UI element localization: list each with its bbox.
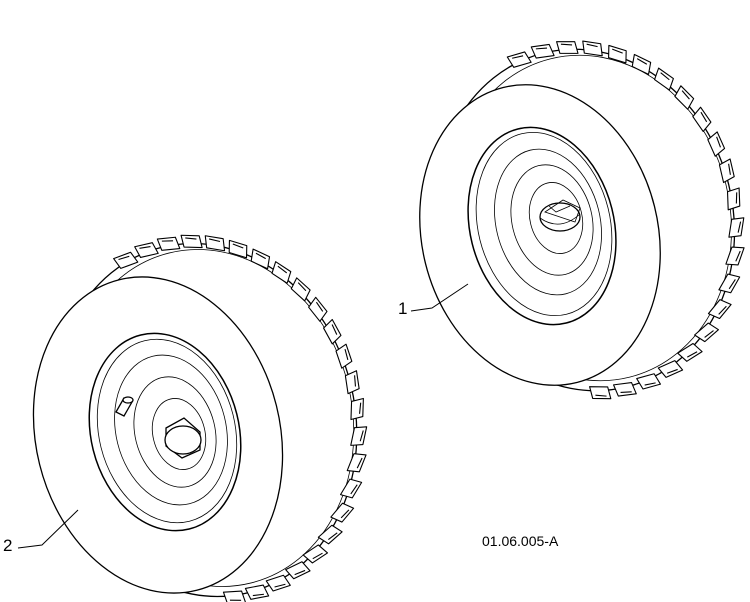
wheel-2-tread-lug <box>204 235 226 252</box>
figure-reference-code: 01.06.005-A <box>482 533 559 549</box>
wheel-1-tread-lug <box>631 53 652 75</box>
wheel-2-tread-lug <box>330 502 355 523</box>
wheel-1-tread-lug <box>582 40 603 57</box>
callout-1-leader <box>410 283 469 312</box>
wheel-1-tread-lug <box>707 131 726 157</box>
wheel-1-rim <box>467 126 617 326</box>
wheel-2-valve-stem <box>115 396 134 417</box>
wheel-1-tread-lug <box>707 299 732 320</box>
wheel-2-tread-lug <box>180 234 203 249</box>
wheel-1-tread-lug <box>718 158 735 184</box>
wheel-1-tread-lug <box>657 360 684 378</box>
wheel-2-tread-lug <box>339 478 363 499</box>
wheel-2-tread-lug <box>317 524 343 545</box>
wheel-1-tread-lug <box>589 386 612 400</box>
wheel-2-sidewall <box>32 276 284 594</box>
wheel-1-tread-lug <box>728 217 745 238</box>
wheel-1-tread-lug <box>506 51 532 68</box>
wheel-1-tread-lug <box>636 373 662 390</box>
wheel-1-tread-lug <box>718 273 741 294</box>
wheel-2-tread-lug <box>113 251 139 269</box>
wheel-2-tread-lug <box>265 574 291 592</box>
wheel-2-tread-lug <box>290 277 311 302</box>
wheel-2-rim <box>88 332 242 532</box>
wheel-2-tread-lug <box>344 370 360 395</box>
wheel-2-tread-lug <box>350 426 368 446</box>
wheel-1-lugs <box>506 40 745 400</box>
wheel-2-hub <box>164 417 202 459</box>
wheel-2-tread-lug <box>134 242 159 258</box>
wheel-1-tread-lug <box>694 322 719 343</box>
wheel-2-tread-lug <box>335 343 353 369</box>
wheel-2-tread-lug <box>346 453 367 473</box>
wheel-1-tread-lug <box>608 44 627 64</box>
wheel-2-tread-lug <box>285 561 311 580</box>
wheel-1-tread-lug <box>692 106 712 133</box>
callout-2-leader <box>17 509 79 549</box>
wheel-1-tread-lug <box>726 187 741 211</box>
wheel-1-tread-lug <box>677 342 703 362</box>
wheel-1-tread-lug <box>674 85 695 110</box>
wheel-2-tread-lug <box>228 239 248 259</box>
wheel-2-tread-lug <box>302 544 329 564</box>
wheel-1-tread-lug <box>613 382 637 397</box>
wheel-2-tread-lug <box>222 590 247 602</box>
wheel-2-tread-lug <box>350 397 364 421</box>
callout-label-1: 1 <box>398 299 408 318</box>
wheel-1 <box>419 40 745 400</box>
wheel-2-tread-lug <box>250 248 271 270</box>
wheel-2-tread-lug <box>156 236 181 251</box>
wheel-1-hub <box>539 199 581 232</box>
wheel-2-tread-lug <box>323 318 342 345</box>
wheel-1-tread-lug <box>654 67 674 91</box>
wheel-1-tread-lug <box>530 43 555 59</box>
wheel-2-tread-lug <box>271 261 292 284</box>
wheel-2-tread-lug <box>244 584 270 600</box>
wheel-1-tread-lug <box>556 41 579 54</box>
wheel-2 <box>32 234 368 602</box>
callout-label-2: 2 <box>3 536 13 555</box>
wheel-2-lugs <box>113 234 368 602</box>
wheel-2-tread-lug <box>308 296 328 322</box>
wheel-1-tread-lug <box>725 246 745 266</box>
